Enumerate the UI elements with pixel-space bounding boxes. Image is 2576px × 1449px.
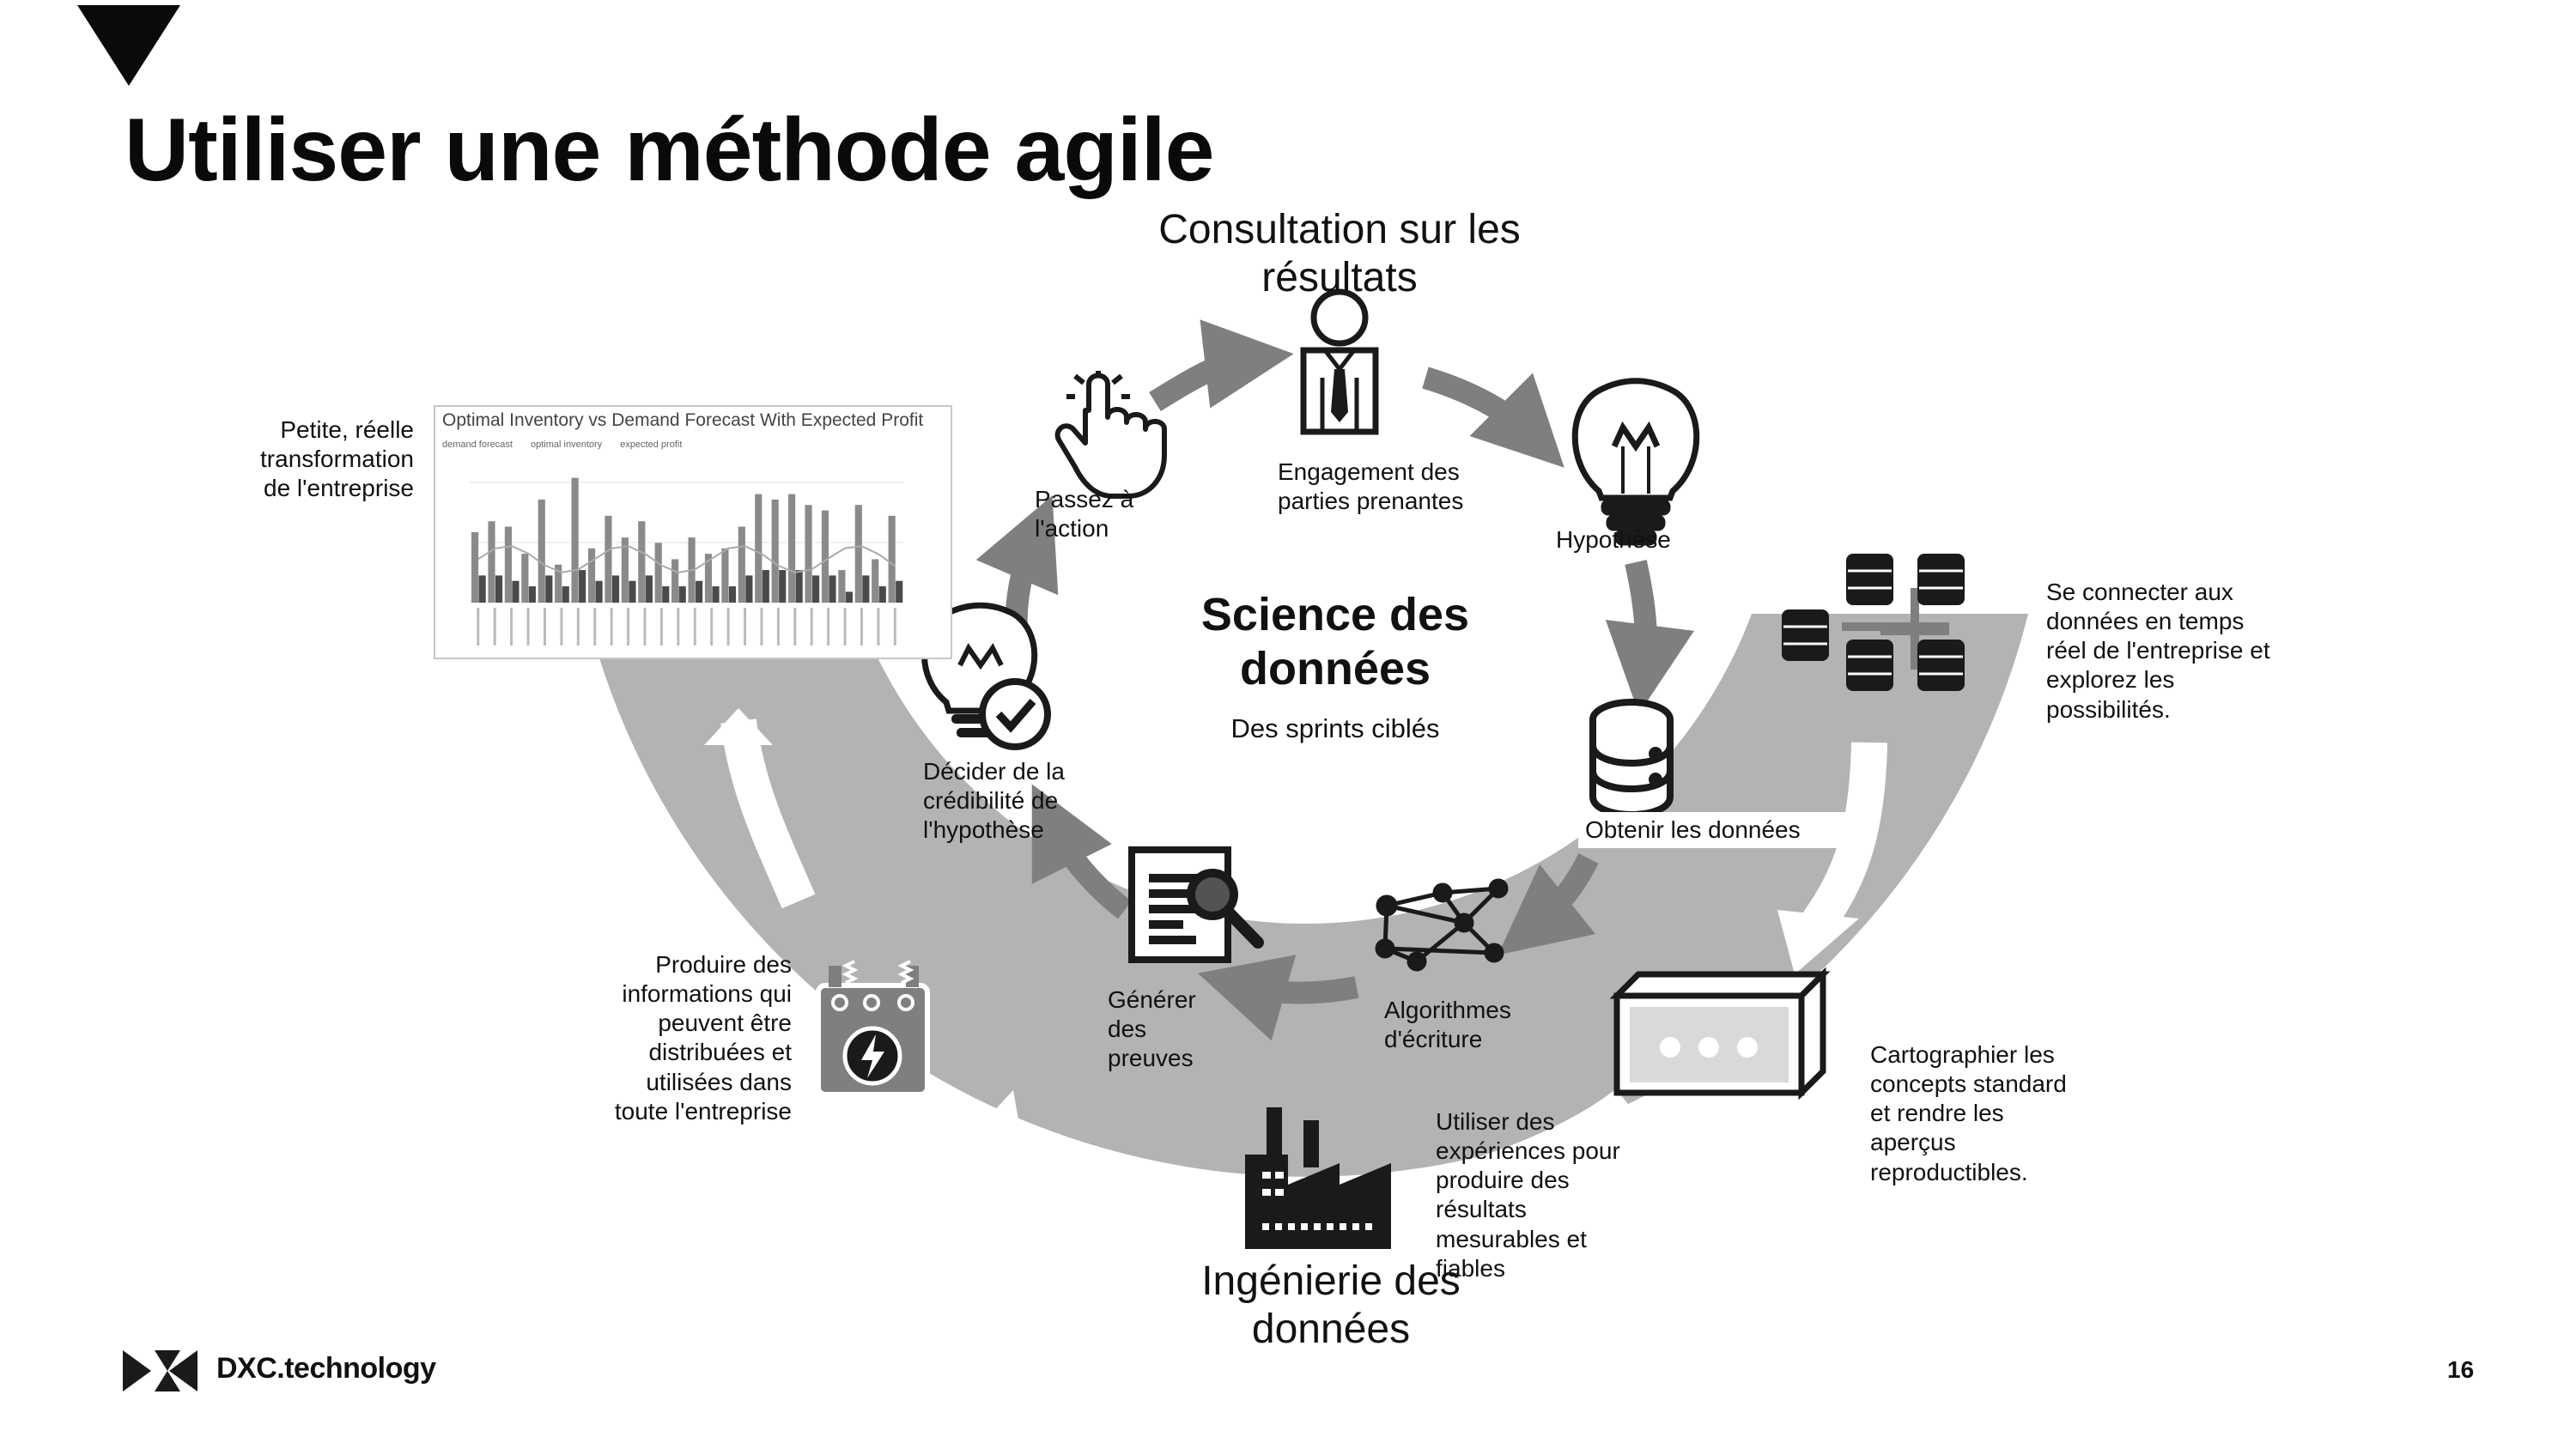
demand-forecast-bar [854, 505, 862, 603]
optimal-inventory-bar [829, 575, 836, 603]
mini-bar-chart [470, 477, 903, 646]
legend-optimal: optimal inventory [531, 440, 603, 450]
demand-forecast-bar [805, 505, 812, 603]
step-obtenir: Obtenir les données [1578, 812, 1850, 849]
optimal-inventory-bar [662, 586, 670, 603]
demand-forecast-bar [488, 521, 495, 603]
embedded-chart: Optimal Inventory vs Demand Forecast Wit… [434, 405, 952, 659]
optimal-inventory-bar [579, 570, 586, 603]
optimal-inventory-bar [645, 575, 653, 603]
optimal-inventory-bar [545, 575, 553, 603]
chart-legend: demand forecast optimal inventory expect… [442, 440, 697, 450]
factory-icon [1245, 1107, 1391, 1249]
optimal-inventory-bar [762, 570, 769, 603]
optimal-inventory-bar [896, 580, 903, 603]
optimal-inventory-bar [562, 586, 569, 603]
demand-forecast-bar [888, 515, 896, 603]
optimal-inventory-bar [528, 586, 536, 603]
bottom-label: Ingénierie des données [1201, 1258, 1461, 1353]
note-produire: Produire des informations qui peuvent êt… [614, 951, 792, 1125]
network-icon [1375, 878, 1509, 972]
optimal-inventory-bar [795, 570, 803, 603]
step-generer: Générer des preuves [1108, 986, 1196, 1072]
demand-forecast-bar [838, 570, 846, 603]
demand-forecast-bar [755, 494, 762, 603]
optimal-inventory-bar [845, 591, 854, 603]
note-petite: Petite, réelle transformation de l'entre… [260, 416, 414, 502]
step-algorithmes: Algorithmes d'écriture [1384, 997, 1511, 1053]
demand-forecast-bar [538, 499, 545, 603]
optimal-inventory-bar [878, 586, 886, 603]
demand-forecast-bar [471, 531, 479, 603]
box-panel-icon [1609, 967, 1831, 1100]
demand-forecast-bar [605, 515, 612, 603]
note-cartographier: Cartographier les concepts standard et r… [1870, 1041, 2067, 1185]
legend-profit: expected profit [620, 440, 683, 450]
step-passez: Passez à l'action [1035, 486, 1134, 543]
expected-profit-line [477, 545, 896, 574]
legend-demand: demand forecast [442, 440, 513, 450]
chart-title: Optimal Inventory vs Demand Forecast Wit… [442, 410, 924, 430]
server-cluster-icon [1782, 554, 1965, 691]
page-title: Utiliser une méthode agile [125, 100, 1215, 200]
ring-white-arrowheads [704, 708, 1859, 1163]
document-search-icon [1128, 846, 1264, 963]
optimal-inventory-bar [745, 575, 753, 603]
brand-name: DXC.technology [216, 1352, 436, 1385]
demand-forecast-bar [738, 526, 745, 603]
dxc-logo-icon [123, 1350, 197, 1391]
demand-forecast-bar [571, 477, 579, 603]
demand-forecast-bar [704, 554, 713, 603]
database-icon [1589, 699, 1674, 818]
demand-forecast-bar [821, 510, 829, 603]
center-subtitle: Des sprints ciblés [1230, 713, 1440, 743]
optimal-inventory-bar [678, 586, 686, 603]
optimal-inventory-bar [512, 580, 519, 603]
demand-forecast-bar [621, 537, 629, 603]
optimal-inventory-bar [812, 575, 820, 603]
optimal-inventory-bar [495, 575, 503, 603]
center-title: Science des données [1200, 589, 1470, 695]
lightbulb-icon [1571, 378, 1700, 546]
demand-forecast-bar [788, 494, 796, 603]
optimal-inventory-bar [728, 586, 737, 603]
demand-forecast-bar [721, 548, 729, 603]
slide-marker-icon [77, 5, 180, 86]
demand-forecast-bar [638, 521, 646, 603]
demand-forecast-bar [555, 564, 562, 603]
page-number: 16 [2447, 1356, 2475, 1383]
demand-forecast-bar [521, 554, 529, 603]
demand-forecast-bar [671, 559, 679, 603]
demand-forecast-bar [587, 548, 596, 603]
cycle-arrows [975, 319, 1695, 1041]
optimal-inventory-bar [629, 580, 636, 603]
optimal-inventory-bar [862, 575, 870, 603]
demand-forecast-bar [504, 526, 513, 603]
transformer-icon [816, 960, 930, 1097]
note-utiliser: Utiliser des expériences pour produire d… [1436, 1108, 1620, 1282]
hand-pointer-icon [1054, 371, 1167, 499]
optimal-inventory-bar [595, 580, 603, 603]
person-icon [1300, 288, 1379, 435]
optimal-inventory-bar [712, 586, 720, 603]
optimal-inventory-bar [478, 575, 486, 603]
optimal-inventory-bar [779, 570, 787, 603]
demand-forecast-bar [771, 499, 779, 603]
step-engagement: Engagement des parties prenantes [1278, 458, 1464, 515]
step-decider: Décider de la crédibilité de l'hypothèse [923, 758, 1065, 844]
note-connecter: Se connecter aux données en temps réel d… [2046, 579, 2270, 723]
top-label: Consultation sur les résultats [1158, 207, 1521, 301]
optimal-inventory-bar [696, 580, 703, 603]
demand-forecast-bar [872, 559, 879, 603]
step-hypothese: Hypothèse [1556, 526, 1671, 553]
demand-forecast-bar [654, 543, 662, 603]
optimal-inventory-bar [611, 575, 620, 603]
